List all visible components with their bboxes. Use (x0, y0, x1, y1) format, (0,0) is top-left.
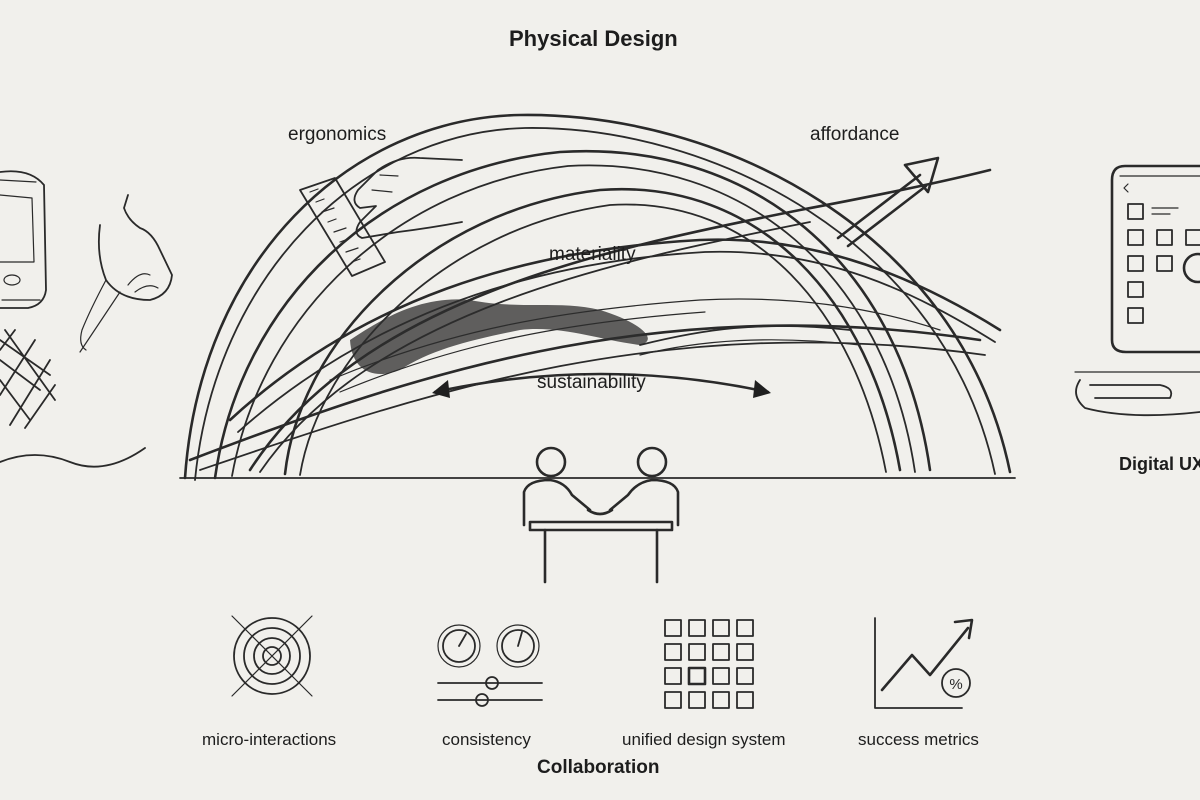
collaboration-handshake-icon (522, 446, 680, 584)
grid-cell (736, 667, 754, 685)
grid-cell (736, 691, 754, 709)
woven-arch (179, 113, 1016, 481)
label-micro-interactions: micro-interactions (202, 730, 337, 749)
handheld-device-icon (0, 170, 47, 309)
label-ergonomics: ergonomics (288, 124, 387, 145)
grid-cell (664, 619, 682, 637)
label-consistency: consistency (442, 730, 531, 749)
grid-cell (664, 667, 682, 685)
grid-cell (712, 619, 730, 637)
svg-text:%: % (949, 676, 962, 693)
hand-with-tool-icon (79, 194, 173, 353)
trend-chart-icon: % (874, 617, 974, 709)
grid-cell (688, 619, 706, 637)
grid-cell (687, 666, 707, 686)
grid-cell (712, 643, 730, 661)
ruler-icon (299, 177, 386, 277)
grid-icon (664, 619, 754, 709)
material-strip (350, 299, 648, 375)
sustainability-arrow-icon (432, 372, 771, 398)
affordance-arrow-icon (836, 156, 940, 248)
phone-icon (1074, 164, 1200, 417)
label-digital-ux: Digital UX (1119, 454, 1200, 474)
fabric-swatch-icon (0, 329, 56, 429)
label-success-metrics: success metrics (858, 730, 979, 749)
grid-cell (736, 619, 754, 637)
label-unified-design-system: unified design system (622, 730, 786, 749)
label-collaboration: Collaboration (537, 757, 660, 778)
curve-stroke (0, 447, 146, 468)
grid-cell (712, 667, 730, 685)
dials-sliders-icon (437, 624, 543, 707)
label-affordance: affordance (810, 124, 900, 145)
grid-cell (688, 643, 706, 661)
grid-cell (664, 643, 682, 661)
grid-cell (688, 691, 706, 709)
left-physical-sketches (0, 170, 173, 468)
grid-cell (712, 691, 730, 709)
grid-cell (736, 643, 754, 661)
label-materiality: materiality (549, 244, 636, 265)
target-rings-icon (231, 615, 313, 697)
page-title: Physical Design (509, 26, 678, 51)
label-sustainability: sustainability (537, 372, 646, 393)
grid-cell (664, 691, 682, 709)
hand-icon (353, 156, 463, 239)
